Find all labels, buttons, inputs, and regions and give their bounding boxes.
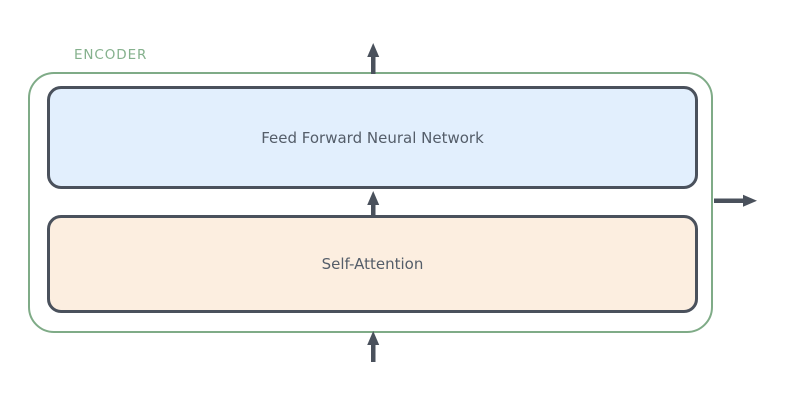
feed-forward-block[interactable]: Feed Forward Neural Network bbox=[47, 86, 698, 189]
self-attention-block-label: Self-Attention bbox=[321, 255, 424, 273]
arrow-up-icon-output-top bbox=[367, 43, 380, 74]
self-attention-block[interactable]: Self-Attention bbox=[47, 215, 698, 313]
encoder-label: ENCODER bbox=[74, 47, 148, 63]
arrow-up-icon-input bbox=[367, 331, 380, 362]
feed-forward-block-label: Feed Forward Neural Network bbox=[261, 128, 484, 147]
arrow-right-icon-output bbox=[714, 194, 757, 207]
